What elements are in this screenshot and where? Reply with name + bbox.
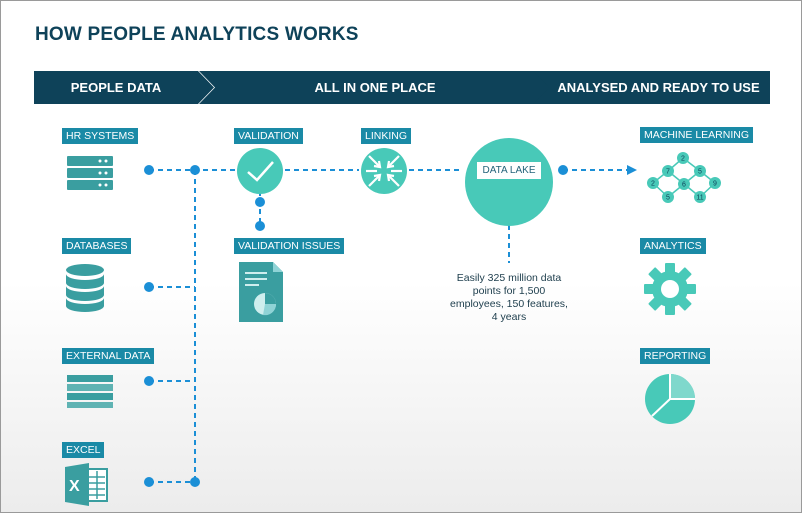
band-all-in-one-place-label: ALL IN ONE PLACE [314, 80, 436, 95]
band-all-in-one-place-shape [199, 71, 551, 104]
tag-linking: LINKING [361, 128, 412, 144]
validation-check-icon [237, 148, 283, 194]
page-title: HOW PEOPLE ANALYTICS WORKS [35, 24, 359, 45]
band-analysed: ANALYSED AND READY TO USE [533, 71, 770, 104]
connector-lines [149, 169, 627, 483]
gear-icon [644, 263, 696, 315]
graph-node-label: 2 [681, 156, 685, 163]
report-document-icon [239, 262, 283, 322]
network-graph-icon: 2 7 5 2 6 9 5 11 [647, 152, 721, 203]
graph-node-label: 2 [651, 181, 655, 188]
data-lake-note: Easily 325 million data points for 1,500… [450, 272, 568, 323]
tag-hr-systems: HR SYSTEMS [62, 128, 139, 144]
graph-node-label: 5 [666, 195, 670, 202]
data-lake-label: DATA LAKE [477, 162, 541, 179]
tag-validation-issues: VALIDATION ISSUES [234, 238, 345, 254]
tag-excel: EXCEL [62, 442, 105, 458]
band-all-in-one-place: ALL IN ONE PLACE [199, 71, 551, 104]
band-people-data: PEOPLE DATA [34, 71, 214, 104]
band-people-data-shape [34, 71, 214, 104]
svg-text:X: X [69, 478, 80, 495]
data-lake-circle [465, 138, 553, 226]
graph-node-label: 6 [682, 182, 686, 189]
band-analysed-label: ANALYSED AND READY TO USE [557, 80, 760, 95]
tag-machine-learning: MACHINE LEARNING [640, 127, 754, 143]
excel-icon: X [65, 463, 108, 506]
graph-node-label: 7 [666, 169, 670, 176]
connector-dots [144, 165, 568, 487]
tag-validation: VALIDATION [234, 128, 303, 144]
band-analysed-shape [533, 71, 770, 104]
tag-external-data: EXTERNAL DATA [62, 348, 155, 364]
graph-node-label: 5 [698, 169, 702, 176]
graph-node-label: 11 [696, 195, 703, 202]
server-icon [67, 156, 113, 190]
table-stack-icon [67, 375, 113, 408]
tag-databases: DATABASES [62, 238, 132, 254]
tag-reporting: REPORTING [640, 348, 711, 364]
database-icon [66, 264, 104, 312]
arrow-head-icon [627, 165, 637, 175]
tag-analytics: ANALYTICS [640, 238, 706, 254]
pie-chart-icon [645, 374, 695, 424]
band-people-data-label: PEOPLE DATA [70, 80, 162, 95]
linking-arrows-icon [361, 148, 407, 194]
graph-node-label: 9 [713, 181, 717, 188]
